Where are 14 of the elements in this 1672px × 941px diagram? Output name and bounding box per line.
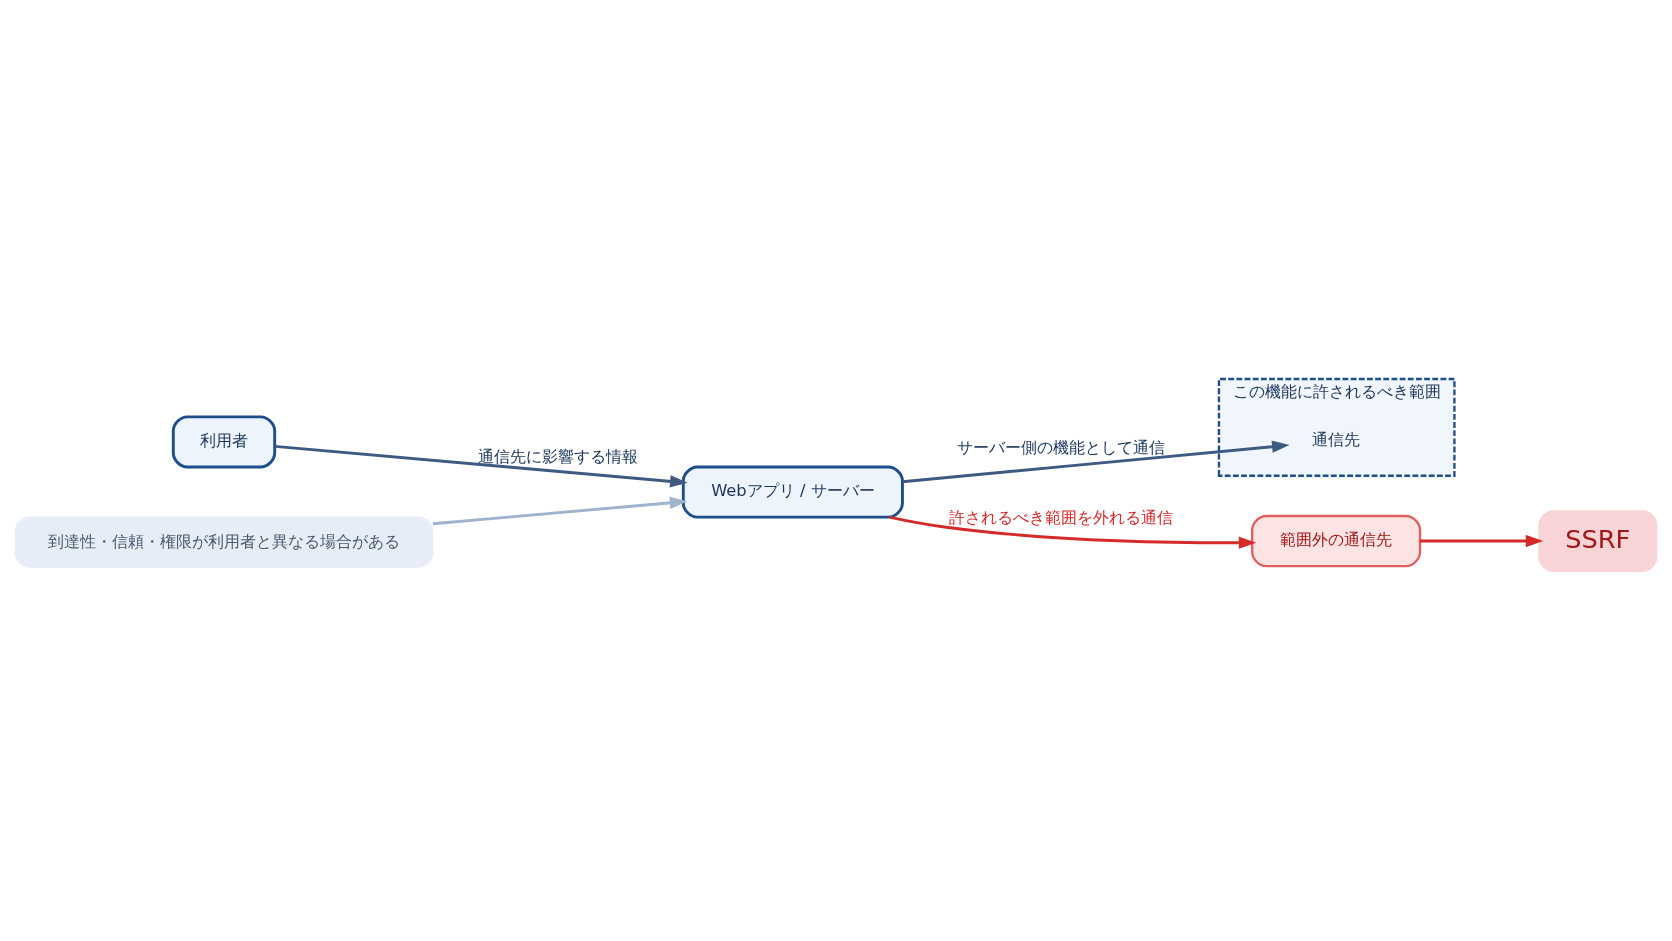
- node-text: 通信先: [1312, 430, 1361, 450]
- node-box: Webアプリ / サーバー: [681, 465, 904, 519]
- arrow: [1420, 534, 1544, 548]
- arrow: [889, 515, 1257, 549]
- arrow: [432, 496, 688, 526]
- node-box: SSRF: [1538, 510, 1658, 572]
- node-box: 到達性・信頼・権限が利用者と異なる場合がある: [14, 516, 434, 568]
- edge-label: 通信先に影響する情報: [477, 446, 638, 466]
- node-box: 利用者: [171, 415, 277, 469]
- edge-label: 許されるべき範囲を外れる通信: [948, 507, 1173, 527]
- edge-label: サーバー側の機能として通信: [956, 437, 1165, 457]
- arrow: [274, 444, 688, 488]
- arrow: [902, 440, 1290, 484]
- node-box: 範囲外の通信先: [1251, 514, 1422, 568]
